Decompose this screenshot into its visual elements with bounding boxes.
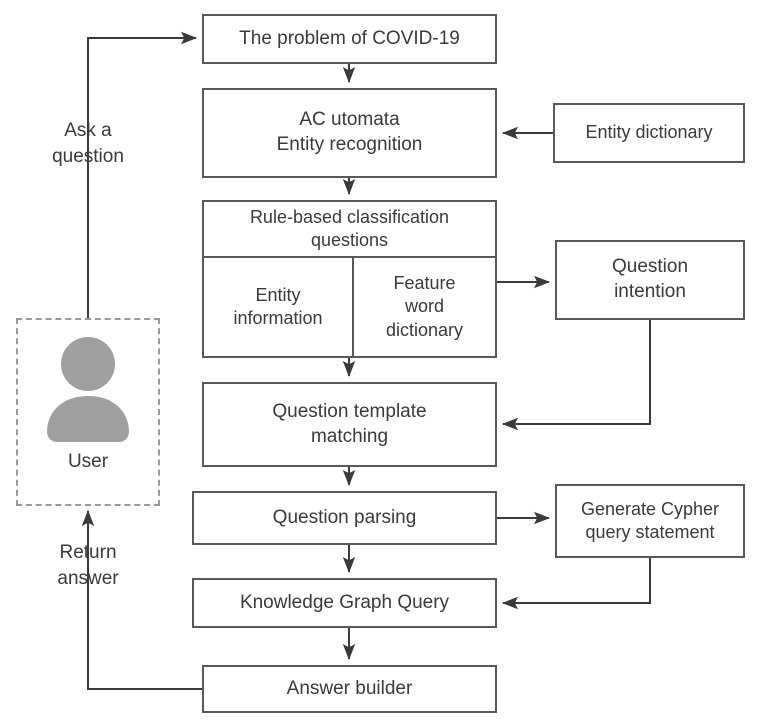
node-problem-label: The problem of COVID-19 xyxy=(239,27,460,49)
edge-ask-a-question xyxy=(87,31,197,318)
user-label: User xyxy=(67,451,109,472)
node-problem-of-covid19[interactable]: The problem of COVID-19 xyxy=(202,14,497,64)
node-question-template-matching-label: Question template matching xyxy=(272,400,427,447)
node-rule-based-classification[interactable]: Rule-based classification questions xyxy=(202,200,497,256)
edge-generate-cypher-to-kg-query xyxy=(502,558,651,610)
node-knowledge-graph-query-label: Knowledge Graph Query xyxy=(239,591,450,613)
node-rule-based-label: Rule-based classification questions xyxy=(249,206,450,250)
edge-return-answer xyxy=(81,510,202,690)
edge-label-ask-a-question: Ask a question xyxy=(52,120,124,167)
node-question-template-matching[interactable]: Question template matching xyxy=(202,382,497,467)
node-entity-dictionary-label: Entity dictionary xyxy=(585,122,713,143)
edge-question-intention-to-template-matching xyxy=(502,320,651,431)
node-rule-based-detail-group: Entity information Feature word dictiona… xyxy=(202,256,497,358)
node-entity-information-label: Entity information xyxy=(233,284,323,328)
node-ac-automata-entity-recognition[interactable]: AC utomata Entity recognition xyxy=(202,88,497,178)
node-question-parsing-label: Question parsing xyxy=(272,506,417,528)
node-ac-automata-label: AC utomata Entity recognition xyxy=(276,109,423,155)
user-avatar-icon xyxy=(36,334,140,447)
user-container[interactable]: User xyxy=(16,318,160,506)
node-entity-information[interactable]: Entity information xyxy=(204,258,352,356)
node-generate-cypher-query-statement[interactable]: Generate Cypher query statement xyxy=(555,484,745,558)
node-entity-dictionary[interactable]: Entity dictionary xyxy=(553,103,745,163)
node-question-intention[interactable]: Question intention xyxy=(555,240,745,320)
node-generate-cypher-label: Generate Cypher query statement xyxy=(580,498,720,542)
node-feature-word-dictionary-label: Feature word dictionary xyxy=(385,272,464,340)
node-feature-word-dictionary[interactable]: Feature word dictionary xyxy=(352,258,495,356)
node-question-parsing[interactable]: Question parsing xyxy=(192,491,497,545)
node-question-intention-label: Question intention xyxy=(611,256,689,302)
node-knowledge-graph-query[interactable]: Knowledge Graph Query xyxy=(192,578,497,628)
edge-label-return-answer: Return answer xyxy=(57,542,119,589)
node-answer-builder-label: Answer builder xyxy=(286,677,413,699)
node-answer-builder[interactable]: Answer builder xyxy=(202,665,497,713)
